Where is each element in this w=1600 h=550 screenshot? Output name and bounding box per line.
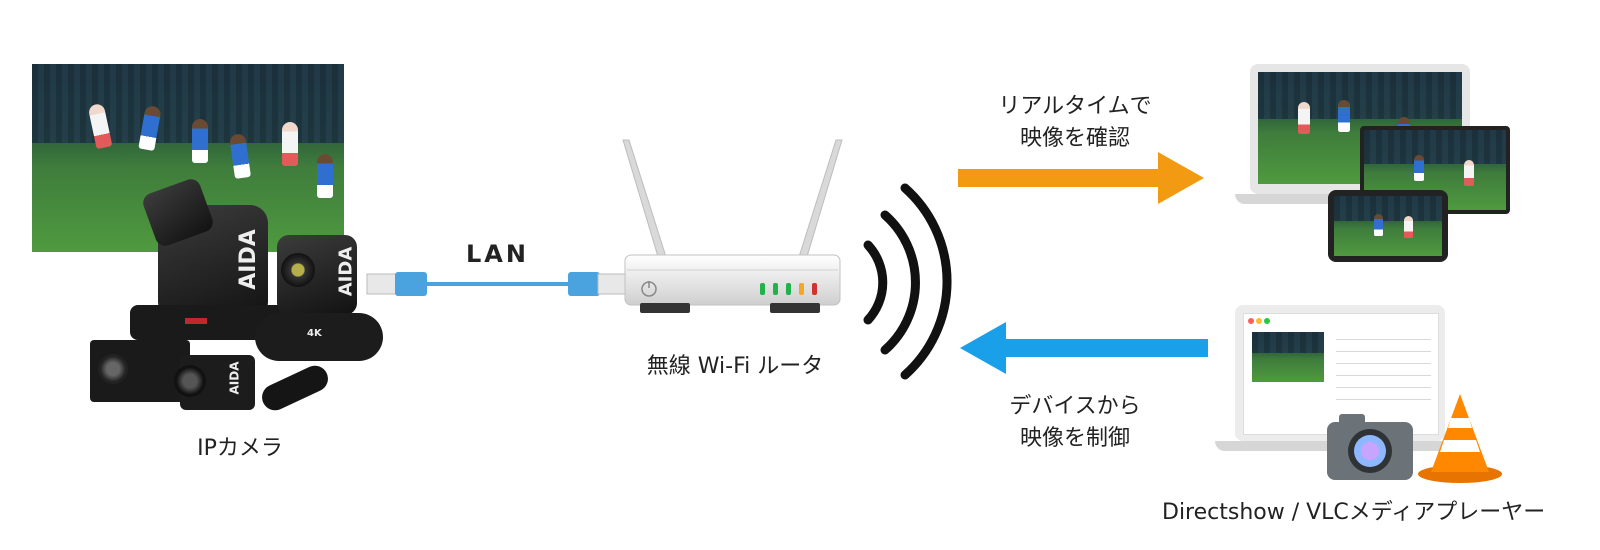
bullet-camera [257, 361, 333, 415]
arrow-realtime-view [958, 152, 1204, 204]
lan-label: LAN [466, 240, 529, 268]
vlc-cone-icon [1418, 394, 1502, 483]
realtime-label-line1: リアルタイムで [998, 94, 1152, 119]
camera-brand-label: AIDA [227, 361, 242, 395]
camera-app-icon [1327, 414, 1413, 480]
ip-camera-group: AIDA AIDA 4K AIDA [85, 176, 385, 420]
tablet [1328, 190, 1448, 262]
control-label-line1: デバイスから [1009, 394, 1141, 419]
power-icon [641, 281, 657, 297]
lan-cable [366, 272, 629, 296]
control-label-line2: 映像を制御 [1019, 426, 1130, 451]
router-label: 無線 Wi-Fi ルータ [646, 354, 824, 379]
realtime-label-line2: 映像を確認 [1019, 126, 1130, 151]
box-camera [90, 340, 190, 402]
media-player-label: Directshow / VLCメディアプレーヤー [1162, 500, 1546, 525]
wifi-waves-icon [863, 183, 952, 380]
wifi-router [622, 139, 843, 313]
arrow-device-control [960, 322, 1208, 374]
camera-brand-label: AIDA [335, 246, 357, 297]
viewing-devices [1230, 62, 1520, 262]
camera-4k-badge: 4K [307, 328, 322, 339]
ptz-camera-4k: AIDA 4K [255, 235, 385, 365]
mini-camera: AIDA [174, 355, 255, 410]
ip-camera-label: IPカメラ [197, 436, 283, 461]
